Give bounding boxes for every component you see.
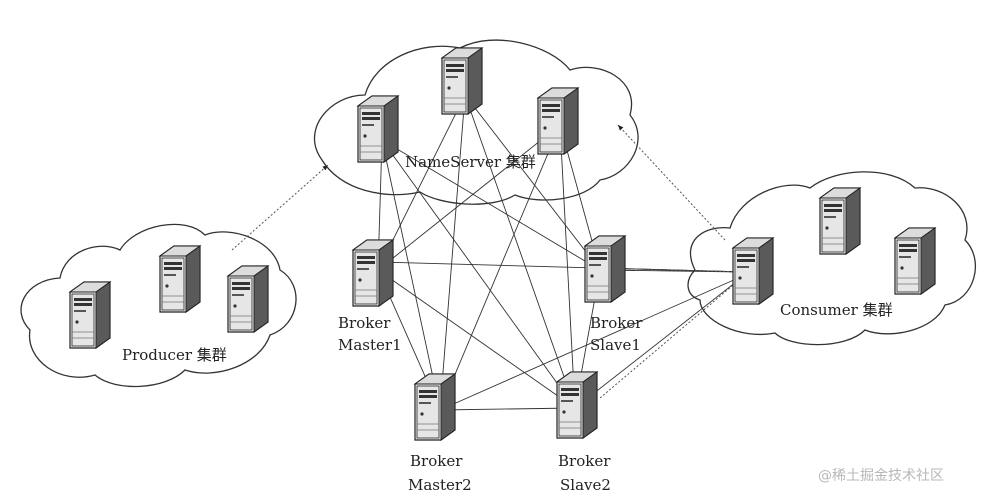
broker-slave2-server-icon: [556, 371, 598, 439]
broker-master2-label-line2: Master2: [408, 476, 472, 494]
broker-master1-label-line1: Broker: [338, 314, 391, 332]
nameserver-cluster-label: NameServer 集群: [405, 153, 536, 171]
consumer-cluster-label: Consumer 集群: [780, 301, 893, 319]
broker-slave1-label-line2: Slave1: [590, 336, 641, 354]
registration-edges: [377, 94, 746, 411]
producer-1-server-icon: [69, 281, 111, 349]
watermark: @稀土掘金技术社区: [818, 468, 944, 484]
consumer-2-server-icon: [894, 227, 936, 295]
producer-2-server-icon: [159, 245, 201, 313]
producer-cluster-label: Producer 集群: [122, 346, 227, 364]
broker-slave1-server-icon: [584, 235, 626, 303]
broker-master2-server-icon: [414, 373, 456, 441]
broker-slave2-label-line2: Slave2: [560, 476, 611, 494]
nameserver-1-server-icon: [357, 95, 399, 163]
broker-slave1-label-line1: Broker: [590, 314, 643, 332]
nameserver-2-server-icon: [441, 47, 483, 115]
nameserver-3-server-icon: [537, 87, 579, 155]
broker-master1-label-line2: Master1: [338, 336, 402, 354]
consumer-1-server-icon: [819, 187, 861, 255]
nameserver-cloud: [314, 39, 639, 205]
producer-3-server-icon: [227, 265, 269, 333]
broker-slave2-label-line1: Broker: [558, 452, 611, 470]
broker-master2-label-line1: Broker: [410, 452, 463, 470]
consumer-3-server-icon: [732, 237, 774, 305]
broker-master1-server-icon: [352, 239, 394, 307]
